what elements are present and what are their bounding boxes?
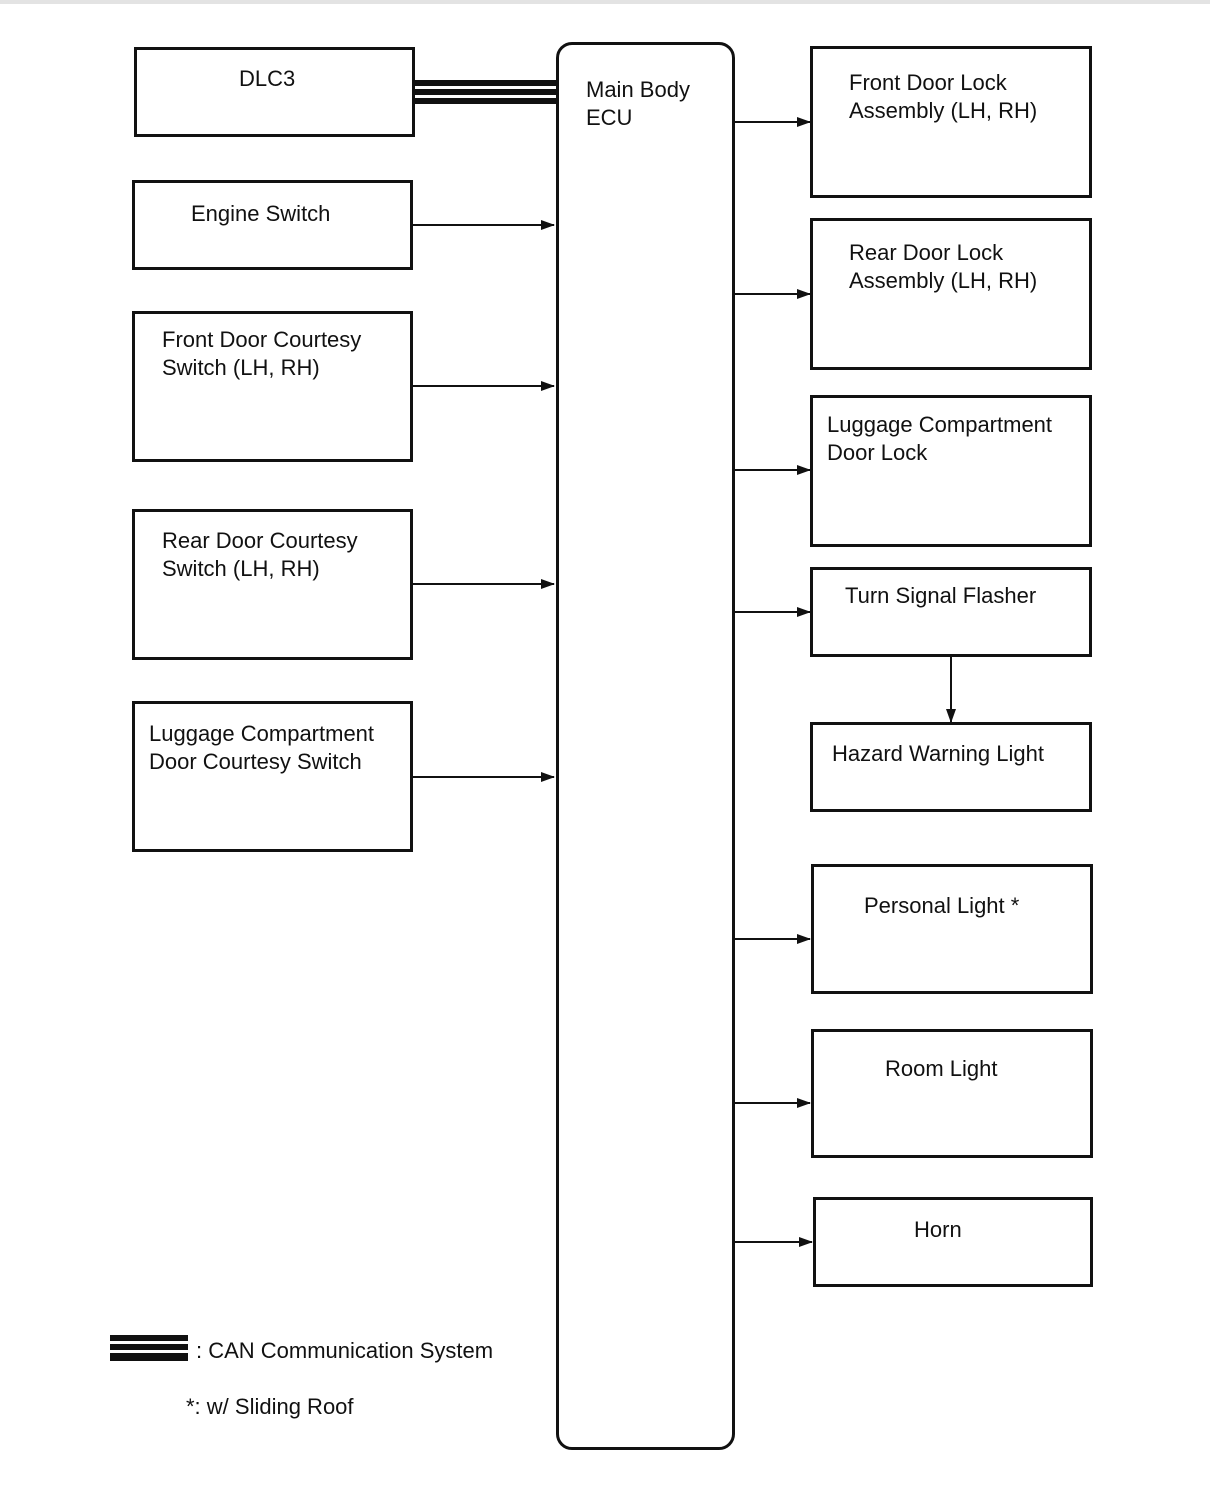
legend-sliding-roof-note: *: w/ Sliding Roof	[186, 1394, 354, 1419]
horn-box: Horn	[813, 1197, 1093, 1287]
personal-light-label: Personal Light *	[864, 893, 1020, 918]
legend-can-label: : CAN Communication System	[196, 1338, 494, 1363]
front-door-lock-assembly-label: Front Door Lock Assembly (LH, RH)	[849, 70, 1038, 123]
luggage-door-lock-box: Luggage Compartment Door Lock	[810, 395, 1092, 547]
main-body-ecu-label: Main Body ECU	[586, 77, 690, 130]
front-door-courtesy-switch-box: Front Door Courtesy Switch (LH, RH)	[132, 311, 413, 462]
rear-door-lock-assembly-label: Rear Door Lock Assembly (LH, RH)	[849, 240, 1038, 293]
main-body-ecu-box: Main Body ECU	[556, 42, 735, 1450]
luggage-door-lock-label: Luggage Compartment Door Lock	[827, 412, 1053, 465]
hazard-warning-light-label: Hazard Warning Light	[832, 741, 1044, 766]
rear-door-courtesy-switch-label: Rear Door Courtesy Switch (LH, RH)	[162, 528, 358, 581]
top-border	[0, 0, 1210, 4]
rear-door-lock-assembly-box: Rear Door Lock Assembly (LH, RH)	[810, 218, 1092, 370]
luggage-door-courtesy-switch-box: Luggage Compartment Door Courtesy Switch	[132, 701, 413, 852]
front-door-lock-assembly-box: Front Door Lock Assembly (LH, RH)	[810, 46, 1092, 198]
personal-light-box: Personal Light *	[811, 864, 1093, 994]
room-light-box: Room Light	[811, 1029, 1093, 1158]
hazard-warning-light-box: Hazard Warning Light	[810, 722, 1092, 812]
room-light-label: Room Light	[885, 1056, 998, 1081]
rear-door-courtesy-switch-box: Rear Door Courtesy Switch (LH, RH)	[132, 509, 413, 660]
engine-switch-box: Engine Switch	[132, 180, 413, 270]
engine-switch-label: Engine Switch	[191, 201, 331, 226]
legend-can-symbol	[110, 1335, 188, 1361]
luggage-door-courtesy-switch-label: Luggage Compartment Door Courtesy Switch	[149, 721, 375, 774]
can-bus-line	[414, 80, 557, 104]
horn-label: Horn	[914, 1217, 962, 1242]
dlc3-box: DLC3	[134, 47, 415, 137]
turn-signal-flasher-label: Turn Signal Flasher	[845, 583, 1037, 608]
turn-signal-flasher-box: Turn Signal Flasher	[810, 567, 1092, 657]
dlc3-label: DLC3	[239, 66, 296, 91]
front-door-courtesy-switch-label: Front Door Courtesy Switch (LH, RH)	[162, 327, 362, 380]
